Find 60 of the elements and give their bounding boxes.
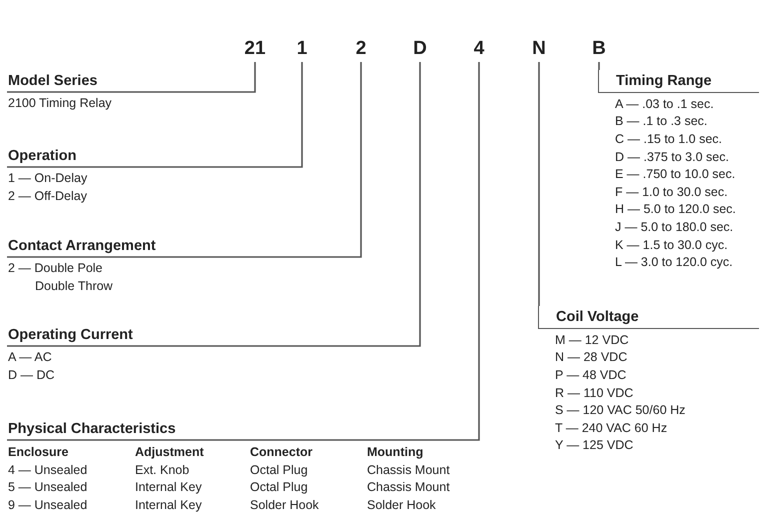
leader-line [7,62,256,93]
option-text: A — .03 to .1 sec. [615,96,714,113]
option-text: D — .375 to 3.0 sec. [615,148,729,166]
option-text: R — 110 VDC [555,384,634,402]
table-value: Octal Plug [250,479,308,496]
option-text: 1 — On-Delay [8,170,88,187]
code-character: 2 [351,38,371,60]
option-text: A — AC [8,349,52,366]
option-text: 2100 Timing Relay [8,95,112,112]
option-text: 2 — Double Pole Double Throw [8,260,114,295]
option-text: T — 240 VAC 60 Hz [555,420,668,437]
code-character: 4 [469,38,489,60]
option-text: L — 3.0 to 120.0 cyc. [615,254,733,272]
option-text: Y — 125 VDC [555,437,634,454]
leader-line [7,62,480,441]
option-text: C — .15 to 1.0 sec. [615,130,722,148]
option-text: 2 — Off-Delay [8,188,87,205]
table-value: Octal Plug [250,462,308,479]
option-text: S — 120 VAC 50/60 Hz [555,402,686,420]
section-heading: Timing Range [598,70,759,93]
option-text: H — 5.0 to 120.0 sec. [615,201,736,218]
code-character: 21 [238,38,272,60]
table-value: Chassis Mount [367,479,450,496]
table-value: Chassis Mount [367,462,450,479]
option-text: D — DC [8,366,55,384]
table-value: Solder Hook [250,496,319,512]
section-heading: Contact Arrangement [8,237,156,256]
option-text: E — .750 to 10.0 sec. [615,166,736,184]
option-text: B — .1 to .3 sec. [615,113,708,130]
section-heading: Operating Current [8,326,133,345]
option-text: J — 5.0 to 180.0 sec. [615,218,734,236]
table-value: Internal Key [135,479,202,496]
leader-line [7,62,362,258]
option-text: P — 48 VDC [555,366,626,384]
leader-line [538,62,540,306]
column-header: Enclosure [8,444,68,461]
table-value: 5 — Unsealed [8,479,88,496]
leader-line [598,62,600,70]
section-heading: Coil Voltage [538,306,759,329]
table-value: 4 — Unsealed [8,462,88,479]
table-value: Solder Hook [367,496,436,512]
section-heading: Operation [8,147,76,166]
leader-line [7,62,421,347]
column-header: Connector [250,444,312,461]
table-value: 9 — Unsealed [8,496,88,512]
code-character: N [528,38,550,60]
option-text: N — 28 VDC [555,349,628,366]
leader-line [7,62,303,168]
option-text: M — 12 VDC [555,332,629,349]
code-character: 1 [292,38,312,60]
column-header: Adjustment [135,444,204,461]
option-text: K — 1.5 to 30.0 cyc. [615,236,728,254]
table-value: Ext. Knob [135,462,190,479]
section-heading: Physical Characteristics [8,420,176,439]
code-character: D [409,38,431,60]
table-value: Internal Key [135,496,202,512]
code-character: B [588,38,610,60]
option-text: F — 1.0 to 30.0 sec. [615,184,728,201]
section-heading: Model Series [8,72,98,91]
column-header: Mounting [367,444,424,461]
